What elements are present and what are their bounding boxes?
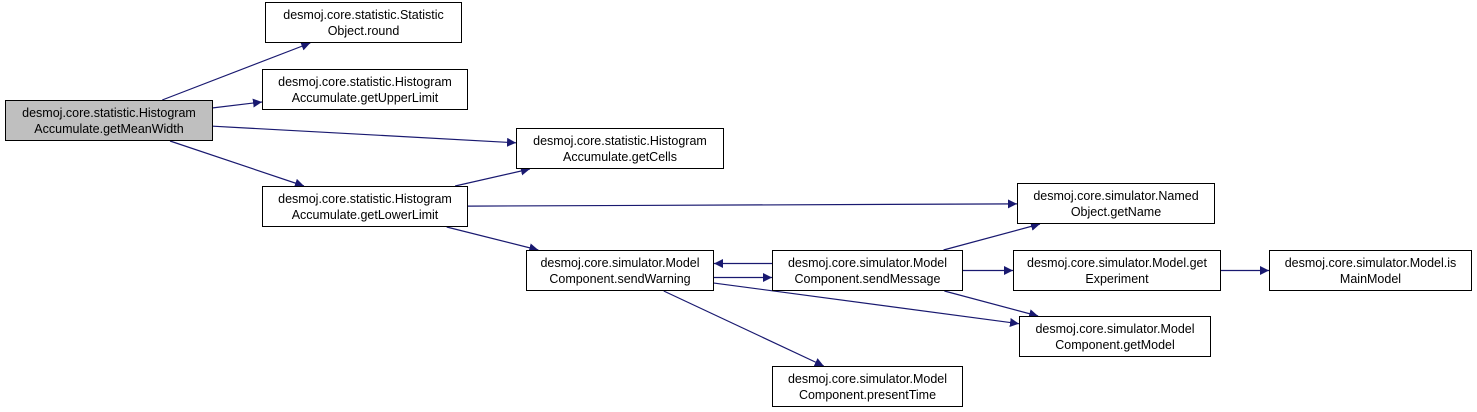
edge-sendwarning-to-getmodel bbox=[713, 282, 1020, 327]
node-label-line-2: MainModel bbox=[1339, 271, 1402, 286]
node-model-component-presenttime[interactable]: desmoj.core.simulator.Model Component.pr… bbox=[772, 366, 963, 407]
node-label-line-1: desmoj.core.simulator.Model.is bbox=[1284, 255, 1457, 270]
node-statistic-object-round[interactable]: desmoj.core.statistic.Statistic Object.r… bbox=[265, 2, 462, 43]
node-label-line-1: desmoj.core.simulator.Model bbox=[787, 371, 948, 386]
edge-getmeanwidth-to-round bbox=[162, 42, 311, 101]
node-label-line-1: desmoj.core.statistic.Statistic bbox=[283, 7, 444, 22]
node-histogram-accumulate-getcells[interactable]: desmoj.core.statistic.Histogram Accumula… bbox=[516, 128, 724, 169]
node-label-line-2: Component.presentTime bbox=[798, 387, 937, 402]
node-histogram-accumulate-getmeanwidth: desmoj.core.statistic.Histogram Accumula… bbox=[5, 100, 213, 141]
node-model-ismainmodel[interactable]: desmoj.core.simulator.Model.is MainModel bbox=[1269, 250, 1472, 291]
node-label-line-1: desmoj.core.statistic.Histogram bbox=[533, 133, 707, 148]
node-model-getexperiment[interactable]: desmoj.core.simulator.Model.get Experime… bbox=[1013, 250, 1221, 291]
node-label-line-1: desmoj.core.simulator.Named bbox=[1033, 188, 1199, 203]
node-named-object-getname[interactable]: desmoj.core.simulator.Named Object.getNa… bbox=[1017, 183, 1215, 224]
edge-getmeanwidth-to-getcells bbox=[212, 125, 517, 147]
node-label-line-1: desmoj.core.simulator.Model bbox=[787, 255, 948, 270]
edge-getlowerlimit-to-sendwarning bbox=[446, 226, 539, 253]
edge-sendwarning-to-presenttime bbox=[663, 290, 825, 367]
node-label-line-2: Component.sendMessage bbox=[794, 271, 941, 286]
node-label-line-1: desmoj.core.simulator.Model bbox=[1035, 321, 1195, 336]
node-label-line-2: Accumulate.getLowerLimit bbox=[291, 207, 439, 222]
edge-sendmessage-to-getmodel bbox=[944, 290, 1039, 319]
edge-getmeanwidth-to-getlowerlimit bbox=[169, 140, 305, 188]
node-histogram-accumulate-getupperlimit[interactable]: desmoj.core.statistic.Histogram Accumula… bbox=[262, 69, 468, 110]
edge-sendmessage-to-getname bbox=[943, 221, 1041, 251]
node-model-component-getmodel[interactable]: desmoj.core.simulator.Model Component.ge… bbox=[1019, 316, 1211, 357]
node-label-line-2: Component.getModel bbox=[1055, 337, 1175, 352]
node-histogram-accumulate-getlowerlimit[interactable]: desmoj.core.statistic.Histogram Accumula… bbox=[262, 186, 468, 227]
node-label-line-1: desmoj.core.statistic.Histogram bbox=[22, 105, 196, 120]
node-label-line-1: desmoj.core.simulator.Model bbox=[540, 255, 700, 270]
node-label-line-1: desmoj.core.simulator.Model.get bbox=[1027, 255, 1207, 270]
node-label-line-2: Accumulate.getCells bbox=[563, 149, 677, 164]
edge-getlowerlimit-to-getcells bbox=[454, 166, 531, 187]
node-label-line-2: Object.getName bbox=[1070, 204, 1162, 219]
node-label-line-2: Accumulate.getMeanWidth bbox=[34, 121, 184, 136]
node-label-line-1: desmoj.core.statistic.Histogram bbox=[278, 74, 452, 89]
node-label-line-2: Object.round bbox=[327, 23, 400, 38]
node-label-line-2: Component.sendWarning bbox=[549, 271, 691, 286]
node-label-line-2: Accumulate.getUpperLimit bbox=[291, 90, 439, 105]
edge-getmeanwidth-to-getupperlimit bbox=[212, 98, 263, 109]
node-model-component-sendmessage[interactable]: desmoj.core.simulator.Model Component.se… bbox=[772, 250, 963, 291]
node-model-component-sendwarning[interactable]: desmoj.core.simulator.Model Component.se… bbox=[526, 250, 714, 291]
edge-getlowerlimit-to-getname bbox=[467, 199, 1018, 209]
node-label-line-1: desmoj.core.statistic.Histogram bbox=[278, 191, 452, 206]
node-label-line-2: Experiment bbox=[1085, 271, 1149, 286]
